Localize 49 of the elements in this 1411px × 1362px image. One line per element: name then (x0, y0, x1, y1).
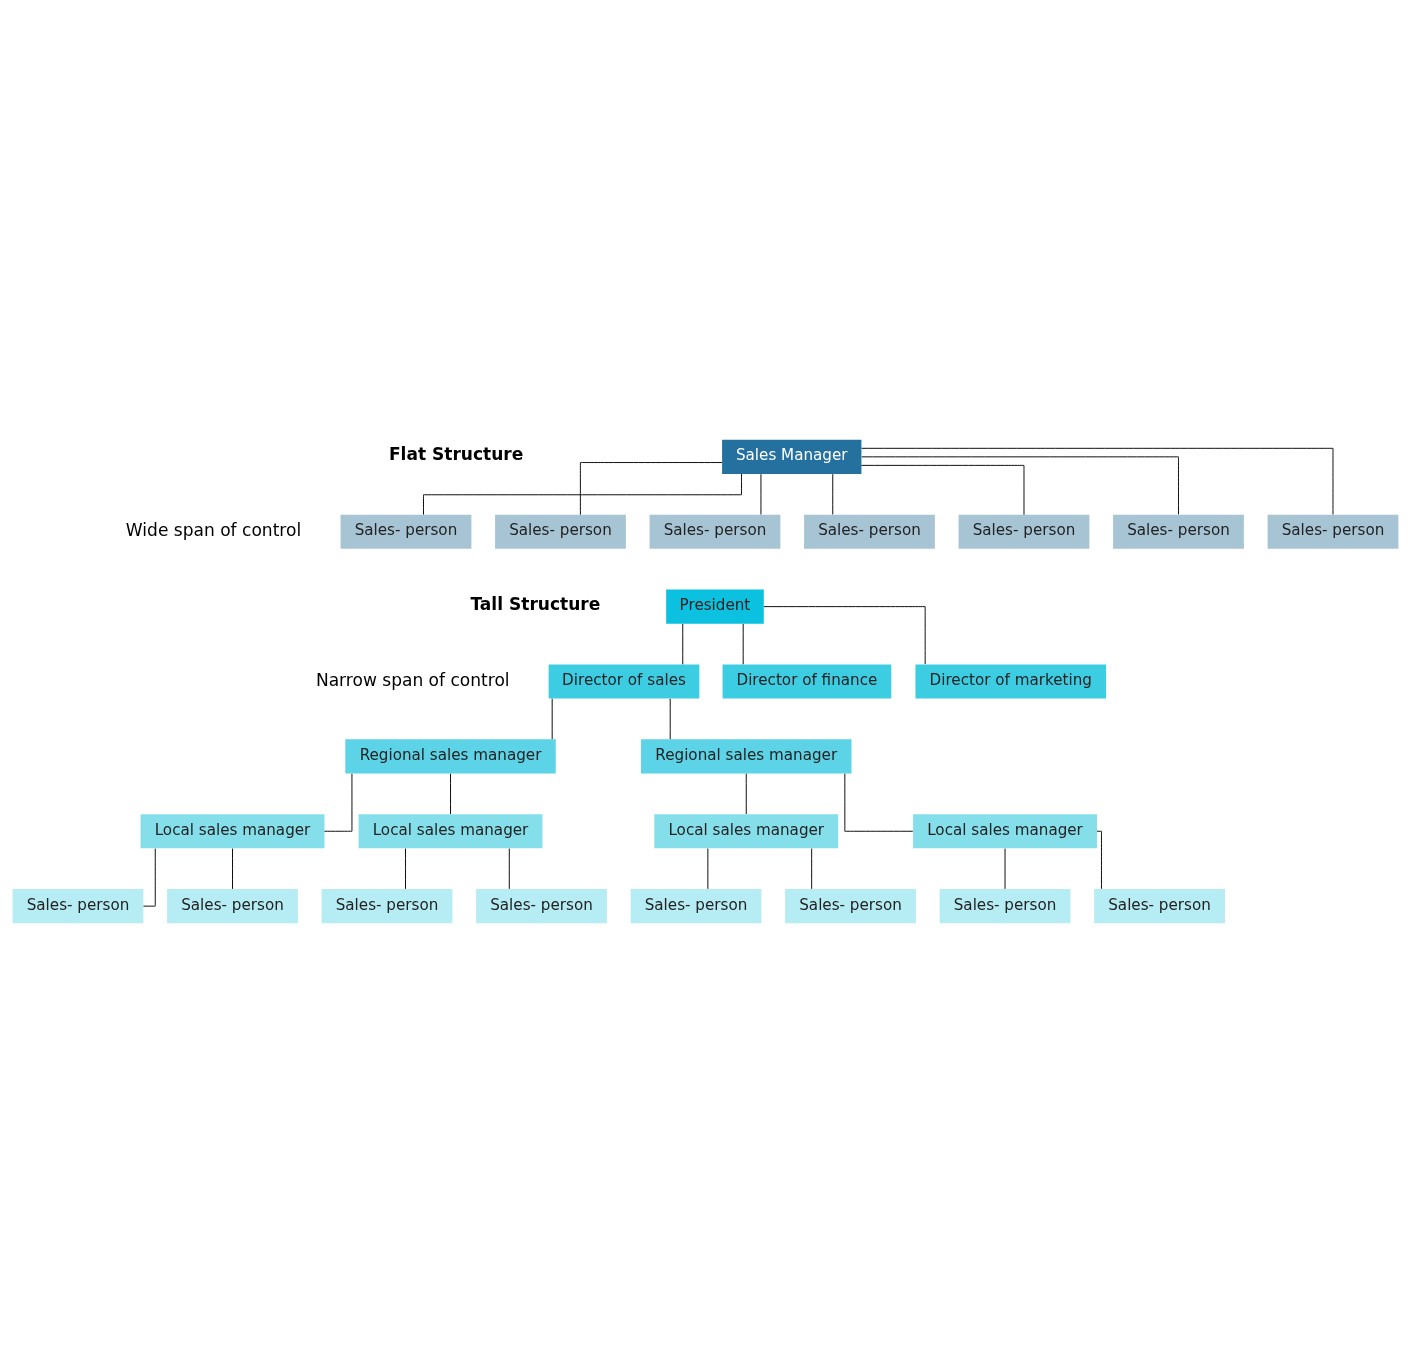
node-box: Sales- person (1094, 888, 1225, 923)
node-box: Sales- person (785, 888, 916, 923)
node-box: Sales- person (1113, 514, 1244, 549)
connector (861, 455, 1179, 515)
node-box: Director of finance (722, 663, 892, 699)
node-box: Sales- person (167, 888, 298, 923)
node-box: Sales Manager (722, 439, 862, 474)
label: Tall Structure (470, 593, 601, 614)
connector (844, 772, 914, 832)
node-box: Sales- person (1267, 514, 1399, 549)
node-box: Sales- person (939, 888, 1071, 923)
connector (832, 473, 834, 515)
connector (682, 623, 684, 665)
connector (1096, 830, 1102, 889)
connector (579, 461, 723, 515)
connector (861, 447, 1334, 515)
node-box: Sales- person (649, 514, 781, 549)
connector (669, 697, 671, 740)
connector (745, 772, 747, 814)
node-box: Local sales manager (654, 813, 839, 848)
node-box: Sales- person (340, 514, 472, 549)
node-box: Sales- person (12, 888, 144, 923)
connector (324, 772, 353, 832)
node-box: Local sales manager (140, 813, 325, 848)
connector (811, 847, 813, 889)
label: Flat Structure (388, 443, 524, 464)
label: Narrow span of control (315, 669, 510, 690)
node-box: Director of sales (548, 663, 700, 699)
node-box: Local sales manager (913, 813, 1097, 848)
node-box: Sales- person (958, 514, 1090, 549)
connector (508, 847, 510, 889)
connector (423, 473, 742, 515)
node-box: President (666, 589, 764, 624)
connector (232, 847, 233, 889)
node-box: Sales- person (321, 888, 453, 923)
node-box: Sales- person (476, 888, 607, 923)
node-box: Local sales manager (358, 813, 543, 848)
node-box: Sales- person (495, 514, 626, 549)
node-box: Director of marketing (915, 663, 1106, 699)
connector (763, 605, 926, 665)
connector (405, 847, 406, 889)
connector (143, 847, 156, 907)
node-box: Regional sales manager (641, 738, 852, 773)
connector (860, 464, 1025, 515)
node-box: Sales- person (804, 514, 935, 549)
node-box: Regional sales manager (345, 738, 556, 773)
label: Wide span of control (125, 519, 302, 540)
connector (450, 772, 451, 814)
node-box: Sales- person (630, 888, 762, 923)
